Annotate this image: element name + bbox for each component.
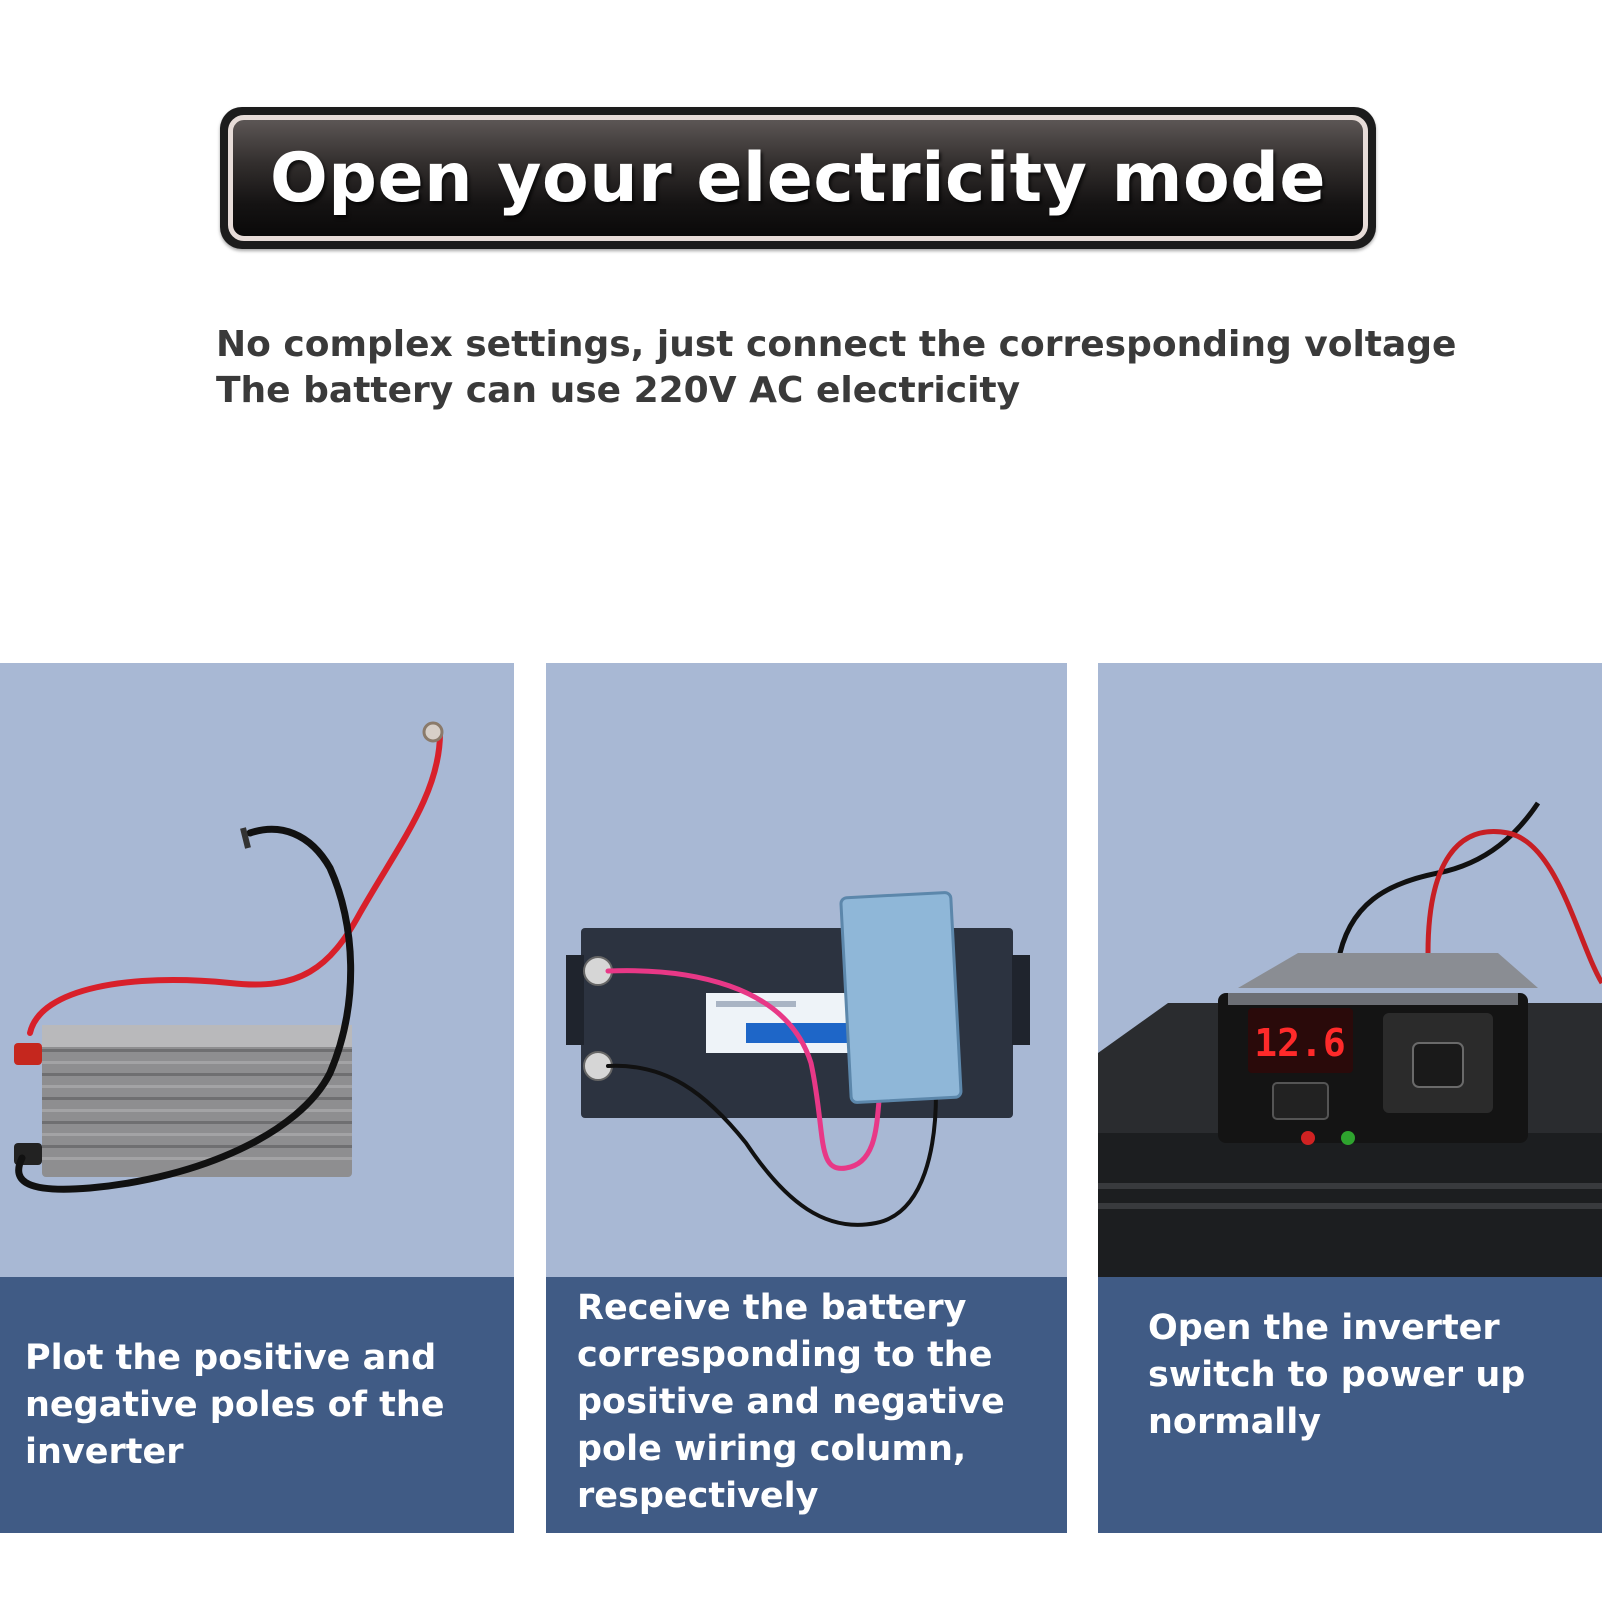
page-title: Open your electricity mode: [269, 138, 1327, 218]
step-caption-1: Plot the positive and negative poles of …: [0, 1277, 514, 1533]
intro-line-1: No complex settings, just connect the co…: [216, 324, 1457, 365]
title-banner-inner: Open your electricity mode: [228, 115, 1368, 241]
voltage-readout: 12.6: [1254, 1021, 1346, 1065]
inverter-body: [14, 1025, 352, 1177]
step-caption-3: Open the inverter switch to power up nor…: [1098, 1277, 1602, 1533]
inverter-with-cables-photo: [0, 663, 514, 1277]
intro-line-2: The battery can use 220V AC electricity: [216, 370, 1021, 411]
intro-text: No complex settings, just connect the co…: [216, 322, 1516, 414]
step-panel-3: 12.6 Open the inverter switch to power u…: [1098, 663, 1602, 1533]
battery-wired-to-inverter-photo: [546, 663, 1067, 1277]
step-panel-2: Receive the battery corresponding to the…: [546, 663, 1067, 1533]
title-banner: Open your electricity mode: [220, 107, 1376, 249]
inverter-on-battery: [839, 891, 963, 1104]
step-2-text: Receive the battery corresponding to the…: [577, 1288, 1005, 1516]
step-panel-1: Plot the positive and negative poles of …: [0, 663, 514, 1533]
step-1-text: Plot the positive and negative poles of …: [25, 1337, 445, 1472]
step-caption-2: Receive the battery corresponding to the…: [546, 1277, 1067, 1533]
step-3-text: Open the inverter switch to power up nor…: [1148, 1308, 1526, 1442]
inverter-display-on-photo: 12.6: [1098, 663, 1602, 1277]
